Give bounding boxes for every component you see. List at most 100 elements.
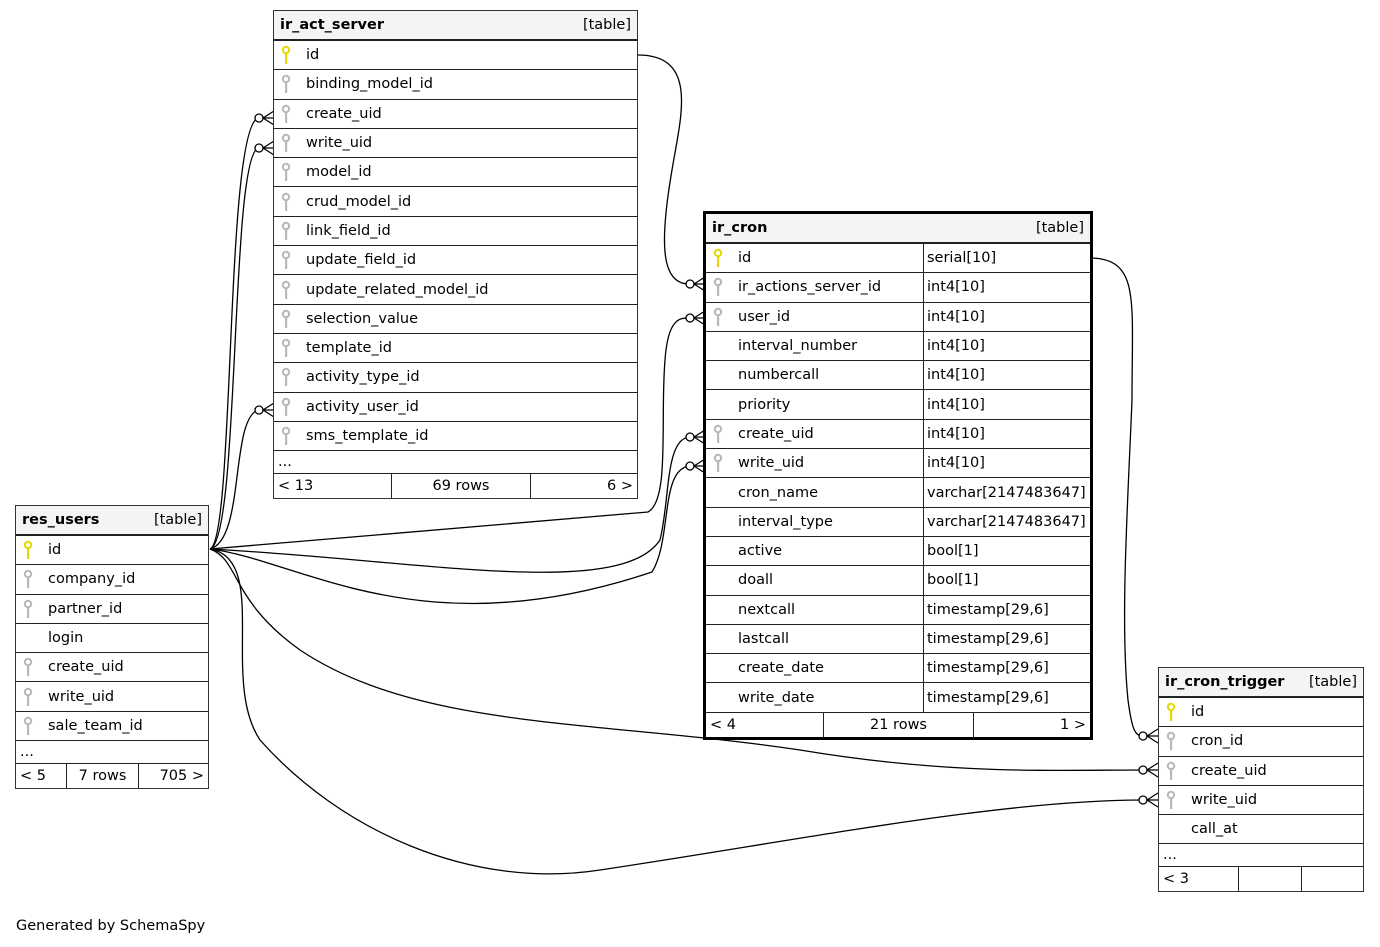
column-row[interactable]: write_uid xyxy=(1159,786,1363,816)
column-row[interactable]: write_uid xyxy=(274,129,637,159)
crowfoot-circle xyxy=(685,313,695,323)
column-row[interactable]: id serial[10] xyxy=(706,244,1090,274)
column-name: write_uid xyxy=(738,455,805,472)
column-name: selection_value xyxy=(306,310,419,327)
column-row[interactable]: id xyxy=(274,41,637,71)
table-name[interactable]: res_users xyxy=(22,512,100,528)
column-name: cron_id xyxy=(1191,733,1244,750)
column-name: call_at xyxy=(1191,821,1238,838)
column-row[interactable]: model_id xyxy=(274,158,637,188)
column-name: id xyxy=(48,542,62,559)
column-type: serial[10] xyxy=(923,244,1090,273)
table-header: res_users[table] xyxy=(16,506,208,536)
foreign-key-icon xyxy=(280,280,296,300)
crowfoot-circle xyxy=(1138,765,1148,775)
parents-count-link[interactable]: < 13 xyxy=(274,474,392,499)
table-name[interactable]: ir_act_server xyxy=(280,17,384,33)
children-count-link[interactable]: 1 > xyxy=(1060,716,1086,733)
column-row[interactable]: write_uid xyxy=(16,682,208,712)
column-name: priority xyxy=(738,396,791,413)
column-name: interval_type xyxy=(738,513,833,530)
column-row[interactable]: create_uid xyxy=(16,653,208,683)
parents-count-link[interactable]: < 3 xyxy=(1159,867,1239,892)
column-row[interactable]: link_field_id xyxy=(274,217,637,247)
column-row[interactable]: login xyxy=(16,624,208,654)
more-columns-ellipsis[interactable]: ... xyxy=(16,741,208,765)
primary-key-icon xyxy=(1165,702,1181,722)
column-name: id xyxy=(738,250,752,267)
column-row[interactable]: binding_model_id xyxy=(274,70,637,100)
column-row[interactable]: crud_model_id xyxy=(274,187,637,217)
column-row[interactable]: create_uid xyxy=(1159,757,1363,786)
crowfoot-circle xyxy=(254,143,264,153)
edge-res-users-to-trigger-write-uid xyxy=(209,548,1144,875)
column-row[interactable]: activity_user_id xyxy=(274,393,637,422)
column-row[interactable]: id xyxy=(16,536,208,566)
foreign-key-icon xyxy=(280,397,296,417)
row-count: 69 rows xyxy=(392,474,531,499)
column-name: partner_id xyxy=(48,600,123,617)
row-count xyxy=(1239,867,1302,892)
column-row[interactable]: template_id xyxy=(274,334,637,364)
column-row[interactable]: selection_value xyxy=(274,305,637,334)
column-row[interactable]: cron_id xyxy=(1159,727,1363,757)
column-type: int4[10] xyxy=(923,361,1090,390)
column-row[interactable]: activity_type_id xyxy=(274,363,637,393)
children-count-link[interactable] xyxy=(1302,867,1363,891)
column-name: create_uid xyxy=(1191,762,1267,779)
foreign-key-icon xyxy=(280,133,296,153)
more-columns-ellipsis[interactable]: ... xyxy=(1159,844,1363,868)
column-row[interactable]: sale_team_id xyxy=(16,712,208,742)
foreign-key-icon xyxy=(712,453,728,473)
foreign-key-icon xyxy=(280,367,296,387)
column-type: int4[10] xyxy=(923,273,1090,302)
table-name[interactable]: ir_cron xyxy=(712,220,768,236)
column-row[interactable]: call_at xyxy=(1159,815,1363,845)
foreign-key-icon xyxy=(1165,731,1181,751)
column-row[interactable]: id xyxy=(1159,698,1363,728)
edge-cron-to-trigger xyxy=(1091,257,1144,737)
column-name: template_id xyxy=(306,340,392,357)
primary-key-icon xyxy=(22,540,38,560)
crowfoot-fork xyxy=(262,140,275,156)
foreign-key-icon xyxy=(22,657,38,677)
children-count-link[interactable]: 6 > xyxy=(607,478,633,495)
column-row[interactable]: numbercall int4[10] xyxy=(706,361,1090,391)
column-name: numbercall xyxy=(738,367,820,384)
table-name[interactable]: ir_cron_trigger xyxy=(1165,674,1285,690)
table-header: ir_act_server[table] xyxy=(274,11,637,41)
primary-key-icon xyxy=(280,45,296,65)
parents-count-link[interactable]: < 5 xyxy=(16,764,67,789)
column-row[interactable]: partner_id xyxy=(16,595,208,624)
foreign-key-icon xyxy=(712,277,728,297)
column-row[interactable]: sms_template_id xyxy=(274,422,637,452)
column-row[interactable]: create_uid xyxy=(274,100,637,129)
column-row[interactable]: company_id xyxy=(16,565,208,595)
edge-res-users-to-act-server-activity-user-id xyxy=(209,409,259,550)
column-row[interactable]: update_related_model_id xyxy=(274,275,637,305)
edge-res-users-to-cron-user-id xyxy=(209,317,690,550)
parents-count-link[interactable]: < 4 xyxy=(706,712,824,737)
column-row[interactable]: update_field_id xyxy=(274,246,637,276)
more-columns-ellipsis[interactable]: ... xyxy=(274,451,637,475)
children-count-link[interactable]: 705 > xyxy=(159,768,204,785)
